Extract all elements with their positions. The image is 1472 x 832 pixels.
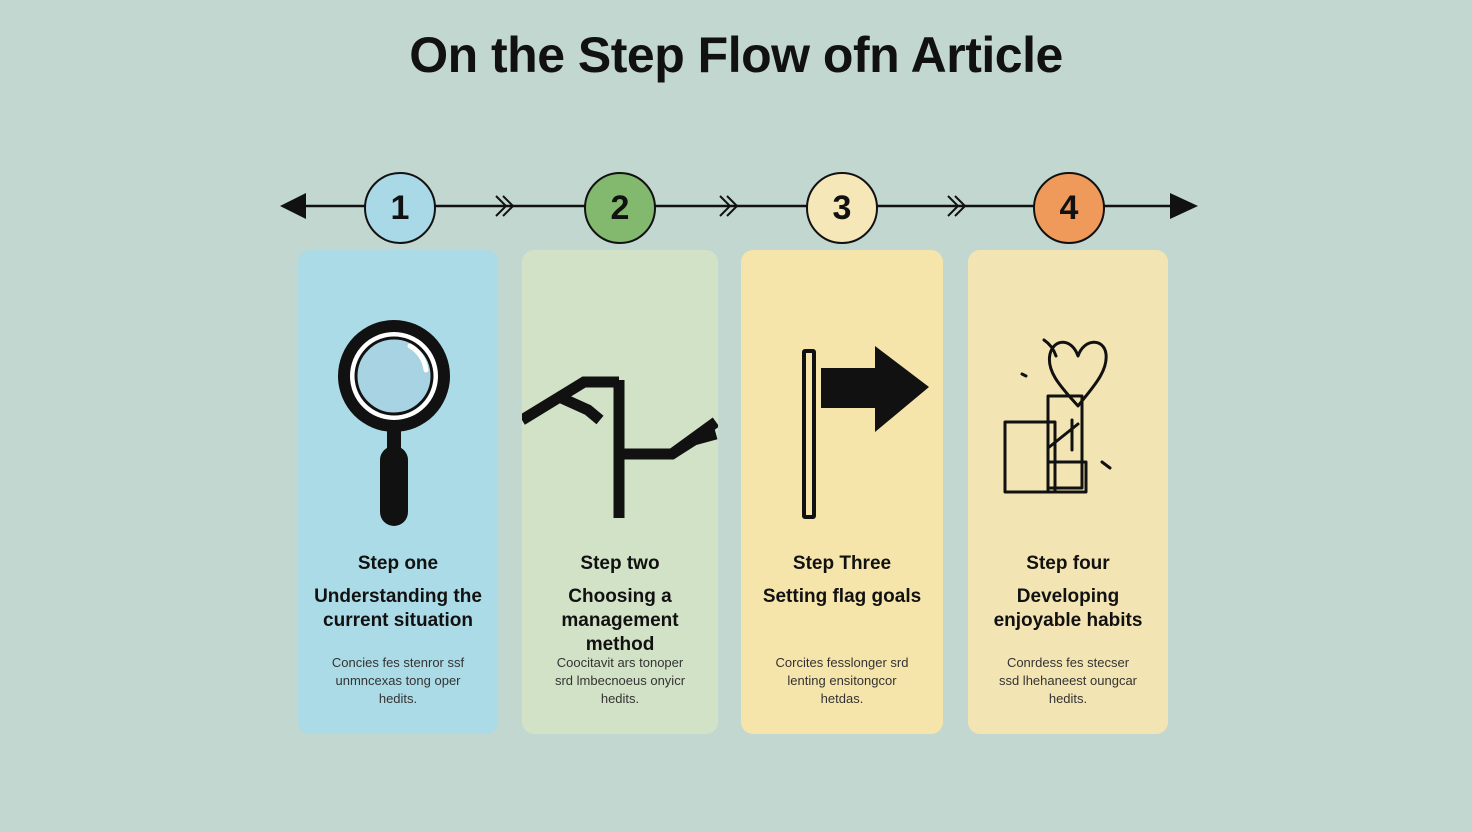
- timeline-right-arrowhead: [1170, 193, 1198, 219]
- step-card-4: Step four Developing enjoyable habits Co…: [968, 250, 1168, 734]
- step-card-3: Step Three Setting flag goals Corcites f…: [741, 250, 943, 734]
- step-description-3: Corcites fesslonger srd lenting ensitong…: [775, 655, 909, 706]
- step-card-2: Step two Choosing a management method Co…: [522, 250, 718, 734]
- step-heading-3: Setting flag goals: [762, 586, 922, 607]
- step-label-4: Step four: [1026, 553, 1110, 574]
- step-description-1: Concies fes stenror ssf unmncexas tong o…: [331, 655, 465, 706]
- step-label-3: Step Three: [792, 553, 892, 574]
- heart-blocks-icon: [1003, 338, 1112, 494]
- step-heading-1: Understanding the current situation: [314, 586, 482, 631]
- chevron-icon: [495, 195, 515, 217]
- magnifying-glass-icon: [338, 320, 450, 526]
- page-title: On the Step Flow ofn Article: [409, 27, 1063, 83]
- flag-arrow-icon: [802, 346, 929, 519]
- timeline-left-arrowhead: [280, 193, 306, 219]
- step-number-3: 3: [806, 172, 878, 244]
- step-number-2: 2: [584, 172, 656, 244]
- step-description-4: Conrdess fes stecser ssd lhehaneest oung…: [998, 655, 1138, 706]
- step-number-1: 1: [364, 172, 436, 244]
- step-number-4: 4: [1033, 172, 1105, 244]
- step-card-1: Step one Understanding the current situa…: [298, 250, 498, 734]
- signpost-icon: [522, 376, 718, 518]
- chevron-icon: [719, 195, 739, 217]
- step-label-2: Step two: [580, 553, 660, 574]
- chevron-icon: [947, 195, 967, 217]
- step-heading-4: Developing enjoyable habits: [993, 586, 1143, 631]
- step-label-1: Step one: [357, 553, 439, 574]
- step-heading-2: Choosing a management method: [561, 586, 679, 655]
- step-description-2: Coocitavit ars tonoper srd lmbecnoeus on…: [554, 655, 686, 706]
